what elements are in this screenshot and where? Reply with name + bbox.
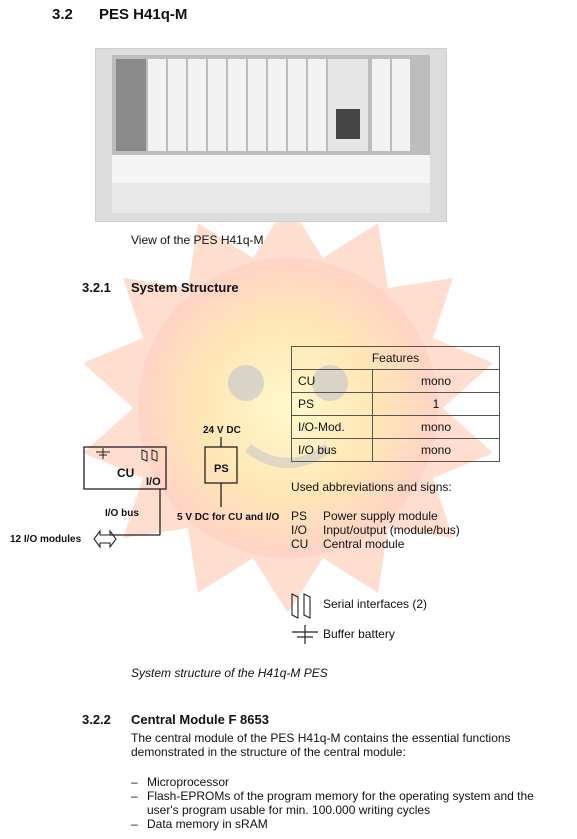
supply-label: 24 V DC bbox=[203, 425, 241, 436]
abbr-code: I/O bbox=[291, 523, 308, 537]
abbr-text: Central module bbox=[323, 537, 405, 551]
subsection-title: Central Module F 8653 bbox=[131, 712, 269, 727]
feature-value: mono bbox=[372, 438, 500, 462]
battery-legend: Buffer battery bbox=[323, 627, 395, 641]
serial-interface-icon bbox=[291, 593, 299, 619]
list-item: Data memory in sRAM bbox=[131, 817, 541, 831]
subsection-number: 3.2.2 bbox=[82, 712, 111, 727]
system-diagram bbox=[83, 437, 238, 549]
io-bus-label: I/O bus bbox=[105, 508, 139, 519]
section-number: 3.2 bbox=[52, 6, 73, 23]
abbreviations-title: Used abbreviations and signs: bbox=[291, 480, 452, 494]
product-photo bbox=[95, 48, 447, 222]
features-header: Features bbox=[291, 346, 500, 370]
photo-caption: View of the PES H41q-M bbox=[131, 233, 264, 247]
cu-box bbox=[83, 446, 167, 490]
section-title: PES H41q-M bbox=[99, 6, 188, 23]
serial-interface-icon bbox=[141, 449, 148, 462]
cu-label: CU bbox=[117, 466, 135, 480]
diagram-caption: System structure of the H41q-M PES bbox=[131, 666, 328, 680]
feature-label: CU bbox=[291, 369, 373, 393]
feature-label: I/O-Mod. bbox=[291, 415, 373, 439]
function-list: Microprocessor Flash-EPROMs of the progr… bbox=[131, 775, 541, 831]
modules-label: 12 I/O modules bbox=[10, 534, 82, 545]
io-bus-arrow-icon bbox=[93, 529, 117, 549]
legend-signs bbox=[291, 593, 318, 644]
ps-label: PS bbox=[214, 463, 229, 475]
abbr-code: PS bbox=[291, 509, 308, 523]
io-label: I/O bbox=[146, 476, 161, 488]
table-row: I/O-Mod.mono bbox=[291, 415, 500, 439]
feature-label: PS bbox=[291, 392, 373, 416]
rack-illustration bbox=[96, 49, 446, 221]
subsection-title: System Structure bbox=[131, 280, 239, 295]
feature-value: mono bbox=[372, 369, 500, 393]
feature-value: mono bbox=[372, 415, 500, 439]
intro-paragraph: The central module of the PES H41q-M con… bbox=[131, 731, 511, 759]
list-item: Flash-EPROMs of the program memory for t… bbox=[131, 789, 541, 817]
list-item: Microprocessor bbox=[131, 775, 541, 789]
abbr-code: CU bbox=[291, 537, 309, 551]
feature-label: I/O bus bbox=[291, 438, 373, 462]
subsection-number: 3.2.1 bbox=[82, 280, 111, 295]
abbr-text: Power supply module bbox=[323, 509, 438, 523]
output-label: 5 V DC for CU and I/O bbox=[177, 512, 280, 523]
abbr-text: Input/output (module/bus) bbox=[323, 523, 460, 537]
feature-value: 1 bbox=[372, 392, 500, 416]
serial-legend: Serial interfaces (2) bbox=[323, 597, 428, 611]
